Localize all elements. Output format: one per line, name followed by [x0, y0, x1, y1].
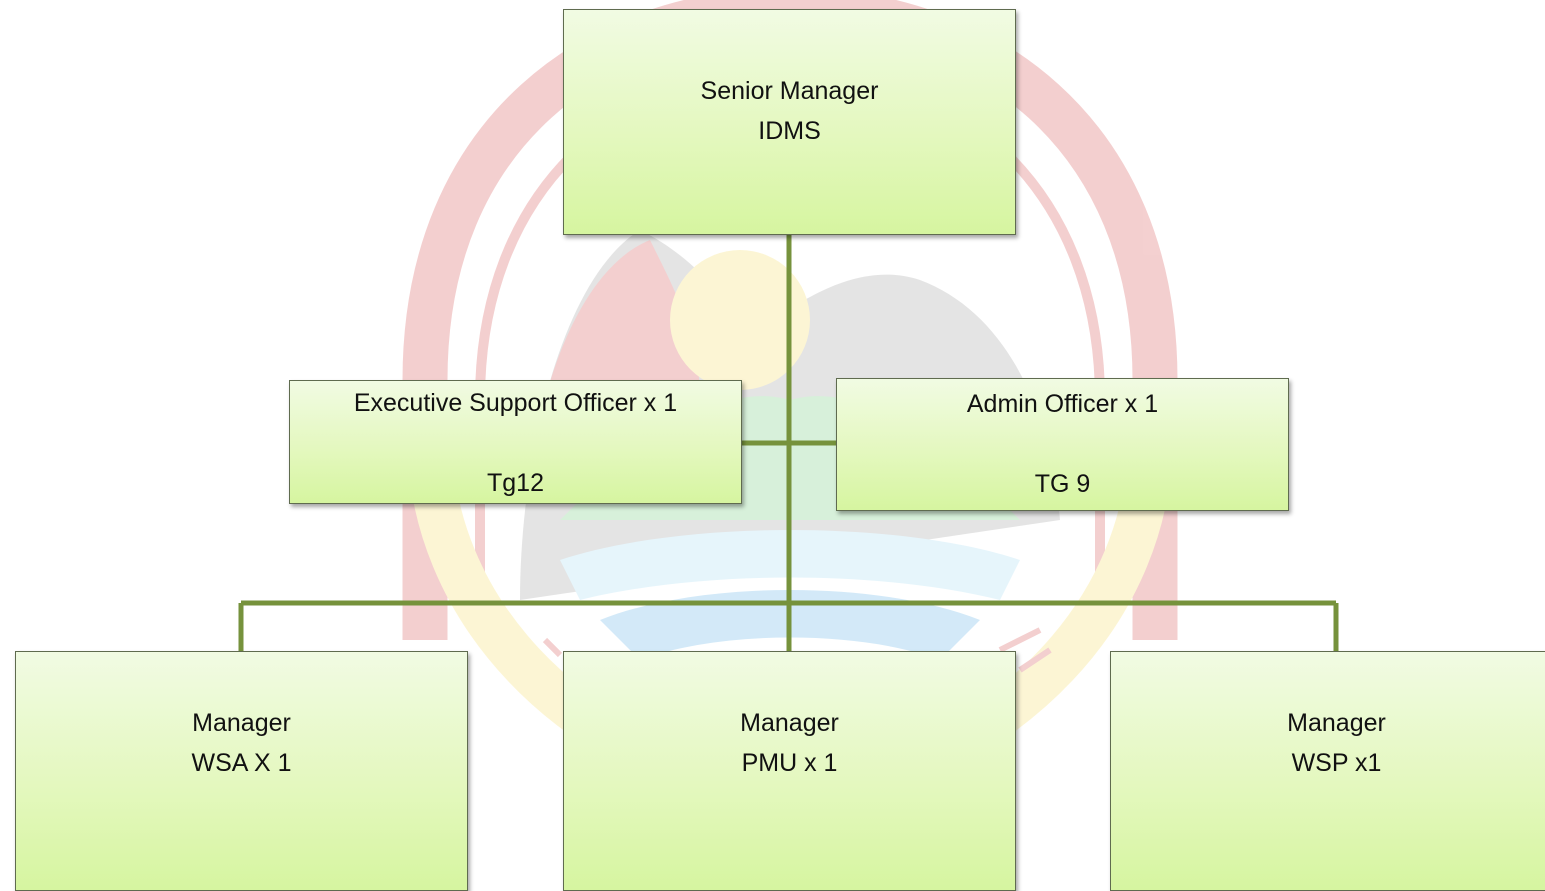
- executive-support-officer-title: Executive Support Officer x 1: [353, 389, 678, 417]
- manager-pmu-title: Manager: [740, 709, 839, 737]
- executive-support-officer-box: Executive Support Officer x 1 Tg12: [289, 380, 742, 504]
- manager-wsa-box: Manager WSA X 1: [15, 651, 468, 891]
- admin-officer-title: Admin Officer x 1: [966, 390, 1159, 418]
- manager-pmu-box: Manager PMU x 1: [563, 651, 1016, 891]
- senior-manager-box: Senior Manager IDMS: [563, 9, 1016, 235]
- senior-manager-title: Senior Manager: [700, 77, 879, 105]
- manager-pmu-unit: PMU x 1: [741, 749, 838, 777]
- manager-wsp-unit: WSP x1: [1291, 749, 1382, 777]
- manager-wsp-title: Manager: [1287, 709, 1386, 737]
- manager-wsa-unit: WSA X 1: [191, 749, 292, 777]
- admin-officer-box: Admin Officer x 1 TG 9: [836, 378, 1289, 511]
- manager-wsa-title: Manager: [192, 709, 291, 737]
- senior-manager-unit: IDMS: [758, 117, 821, 145]
- admin-officer-grade: TG 9: [1034, 470, 1091, 498]
- manager-wsp-box: Manager WSP x1: [1110, 651, 1545, 891]
- executive-support-officer-grade: Tg12: [487, 469, 544, 497]
